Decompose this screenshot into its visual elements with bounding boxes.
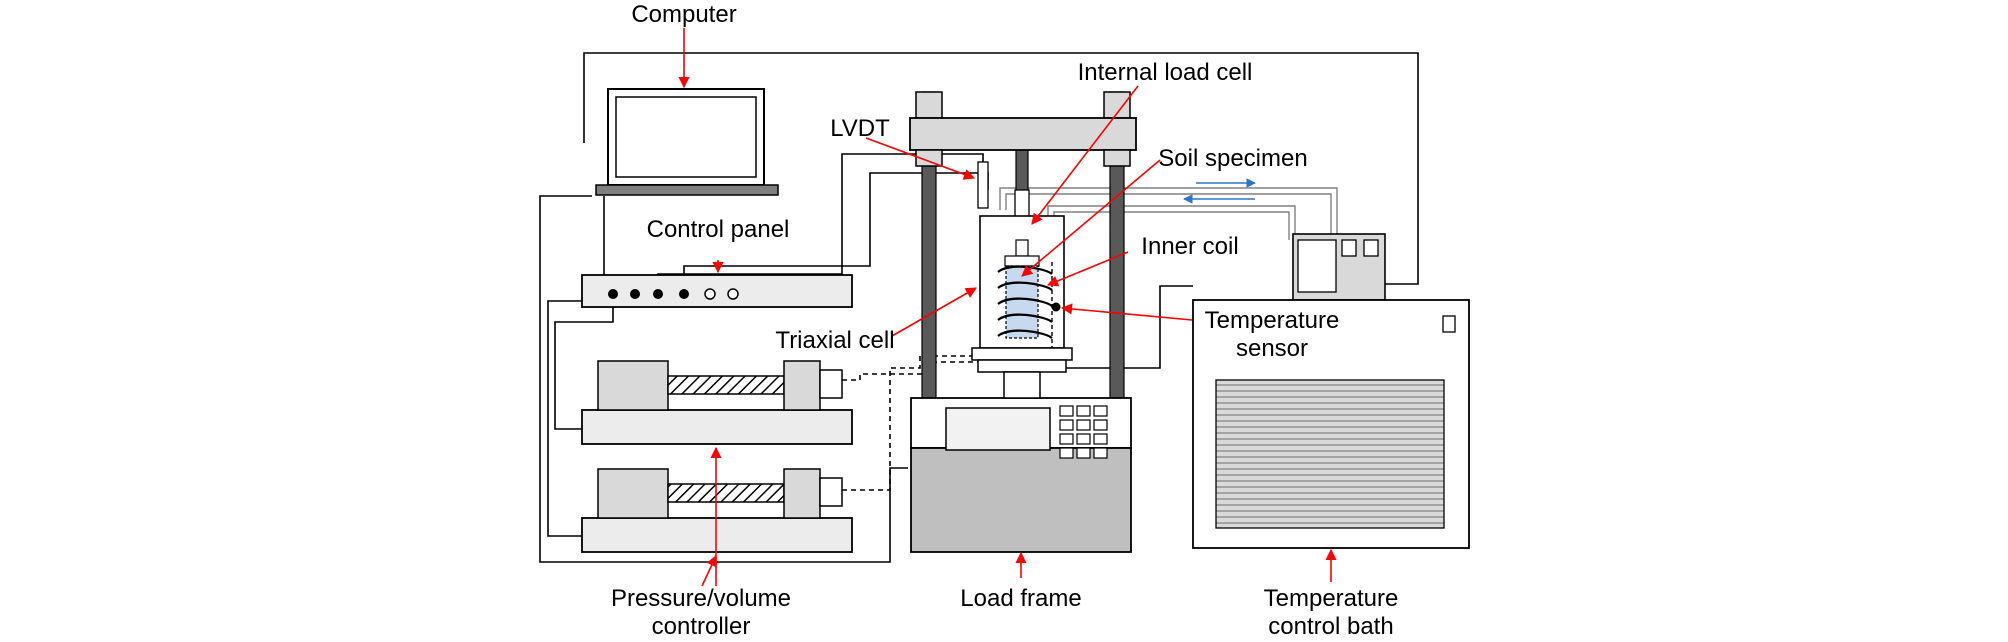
temperature-control-bath	[1192, 233, 1470, 549]
label-triaxial-cell: Triaxial cell	[775, 327, 894, 354]
pointer-arrows	[678, 28, 1337, 587]
control-panel	[581, 274, 853, 308]
label-temperature-bath-line2: control bath	[1268, 613, 1393, 640]
label-pressure-volume-line2: controller	[652, 613, 751, 640]
pressure-lines	[842, 355, 978, 491]
label-inner-coil: Inner coil	[1141, 233, 1238, 260]
labels: Computer Internal load cell LVDT Soil sp…	[611, 1, 1398, 640]
label-internal-load-cell: Internal load cell	[1078, 59, 1253, 86]
load-frame	[909, 91, 1137, 553]
label-load-frame: Load frame	[960, 585, 1081, 612]
pressure-volume-controller-lower	[581, 468, 853, 553]
keypad	[1059, 405, 1108, 459]
inner-coil	[997, 262, 1053, 348]
label-temperature-bath-line1: Temperature	[1264, 585, 1399, 612]
label-computer: Computer	[631, 1, 736, 28]
label-lvdt: LVDT	[830, 115, 890, 142]
label-pressure-volume-line1: Pressure/volume	[611, 585, 791, 612]
label-control-panel: Control panel	[647, 216, 790, 243]
pressure-volume-controller-upper	[581, 360, 853, 445]
label-temperature-sensor-line1: Temperature	[1205, 307, 1340, 334]
label-soil-specimen: Soil specimen	[1158, 145, 1307, 172]
triaxial-cell	[971, 161, 1073, 399]
computer	[595, 88, 779, 196]
label-temperature-sensor-line2: sensor	[1236, 335, 1308, 362]
